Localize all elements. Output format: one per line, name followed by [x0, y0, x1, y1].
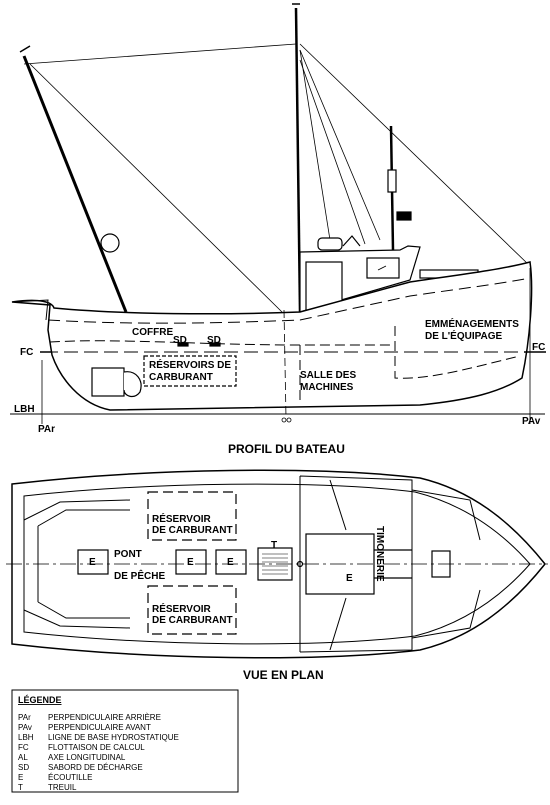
legend-code: LBH — [18, 733, 34, 742]
label-timonerie: TIMONERIE — [374, 526, 385, 582]
label-fc-left: FC — [20, 347, 33, 358]
label-fc-right: FC — [532, 342, 545, 353]
label-pav: PAv — [522, 416, 541, 427]
plan-hull-outline — [11, 469, 546, 659]
legend-desc: ÉCOUTILLE — [48, 773, 92, 782]
legend-desc: TREUIL — [48, 783, 77, 792]
label-coffre: COFFRE — [132, 327, 173, 338]
fuel-tank-top — [147, 491, 237, 541]
fuel-tank-bottom — [147, 585, 237, 635]
fuel-tank-profile — [143, 355, 237, 387]
legend-code: E — [18, 773, 23, 782]
plan-title: VUE EN PLAN — [243, 668, 324, 682]
label-res-top-2: DE CARBURANT — [152, 525, 233, 536]
legend-code: PAr — [18, 713, 31, 722]
legend-code: PAv — [18, 723, 32, 732]
aft-boom — [22, 55, 128, 313]
plan-view — [6, 469, 548, 659]
label-de-peche: DE PÊCHE — [114, 569, 165, 582]
label-hatch-1: E — [89, 557, 96, 568]
hull-outline — [11, 261, 533, 411]
hatch-1 — [77, 549, 109, 575]
label-par: PAr — [38, 424, 55, 435]
label-lbh: LBH — [14, 404, 35, 415]
label-reservoirs-1: RÉSERVOIRS DE — [149, 358, 231, 371]
main-mast — [294, 7, 302, 313]
label-hatch-3: E — [227, 557, 234, 568]
label-res-bot-2: DE CARBURANT — [152, 615, 233, 626]
label-hatch-4: E — [346, 573, 353, 584]
legend-code: FC — [18, 743, 29, 752]
label-pont: PONT — [114, 549, 142, 560]
legend-code: SD — [18, 763, 29, 772]
legend-desc: FLOTTAISON DE CALCUL — [48, 743, 145, 752]
label-res-bot-1: RÉSERVOIR — [152, 602, 211, 615]
label-sd-2: SD — [207, 335, 221, 346]
legend-code: AL — [18, 753, 28, 762]
legend-desc: PERPENDICULAIRE ARRIÈRE — [48, 713, 161, 722]
legend-box — [11, 689, 239, 793]
legend-desc: AXE LONGITUDINAL — [48, 753, 126, 762]
legend-items: PAr PERPENDICULAIRE ARRIÈRE PAv PERPENDI… — [18, 713, 179, 792]
legend-code: T — [18, 783, 23, 792]
label-res-top-1: RÉSERVOIR — [152, 512, 211, 525]
rigging-line — [23, 43, 297, 65]
label-emm-1: EMMÉNAGEMENTS — [425, 317, 519, 330]
legend-desc: PERPENDICULAIRE AVANT — [48, 723, 151, 732]
label-hatch-2: E — [187, 557, 194, 568]
label-salle-2: MACHINES — [300, 382, 354, 393]
legend-desc: LIGNE DE BASE HYDROSTATIQUE — [48, 733, 179, 742]
profile-view — [10, 3, 546, 424]
label-reservoirs-2: CARBURANT — [149, 372, 213, 383]
legend-heading: LÉGENDE — [18, 695, 62, 705]
profile-title: PROFIL DU BATEAU — [228, 442, 345, 456]
legend-desc: SABORD DE DÉCHARGE — [48, 763, 143, 772]
label-salle-1: SALLE DES — [300, 370, 356, 381]
label-emm-2: DE L'ÉQUIPAGE — [425, 329, 503, 342]
label-sd-1: SD — [173, 335, 187, 346]
label-winch: T — [271, 540, 277, 551]
hatch-2 — [175, 549, 207, 575]
wheelhouse-plan — [299, 475, 413, 653]
winch — [257, 547, 293, 581]
hatch-3 — [215, 549, 247, 575]
